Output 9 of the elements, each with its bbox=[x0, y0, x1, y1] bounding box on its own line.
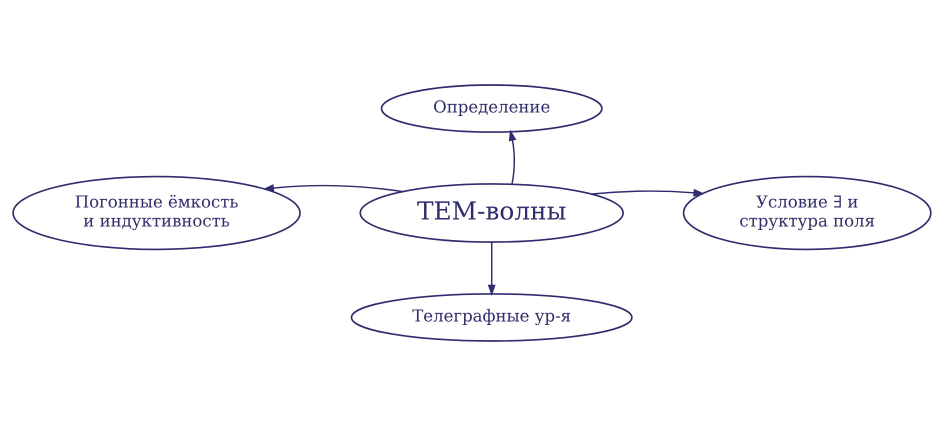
arrow bbox=[488, 242, 496, 296]
node-ellipse: Погонные ёмкость и индуктивность bbox=[12, 175, 301, 250]
node-ellipse: ТЕМ-волны bbox=[359, 182, 624, 242]
node-ellipse: Определение bbox=[380, 84, 603, 132]
arrow bbox=[262, 184, 402, 192]
arrow bbox=[592, 188, 705, 196]
node-ellipse: Условие ∃ и структура поля bbox=[682, 175, 932, 250]
node-ellipse: Телеграфные ур-я bbox=[350, 292, 633, 342]
arrow bbox=[508, 129, 516, 184]
